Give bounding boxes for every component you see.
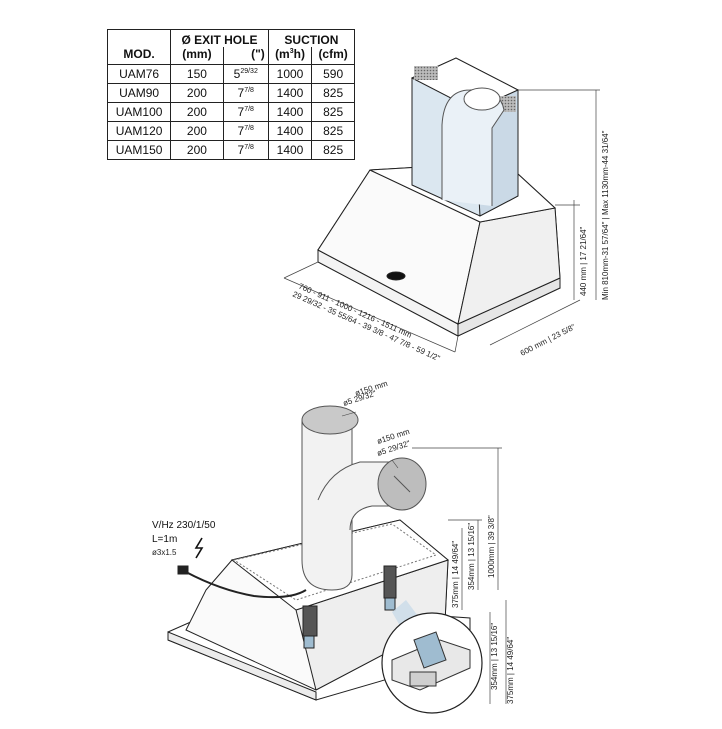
spec-table-header-row-1: Ø EXIT HOLE SUCTION [106,29,356,47]
cell-cfm: 825 [311,102,355,122]
electrical-voltage: V/Hz 230/1/50 [152,520,216,531]
lightning-icon [194,537,204,559]
wall-bracket-right [383,565,397,599]
cell-model: UAM150 [106,140,172,160]
cell-m3h: 1400 [267,83,313,103]
install-base-front-edge [167,631,317,701]
depth-dimension-line [489,299,581,346]
header-cfm: (cfm) [311,47,355,65]
cell-mm: 200 [170,140,224,160]
control-panel-icon [386,271,406,281]
top-duct-opening [301,405,359,435]
electrical-cable: ø3x1.5 [152,548,177,557]
duct-outlet [463,87,501,111]
cell-model: UAM90 [106,83,172,103]
table-row: UAM100 200 77/8 1400 825 [106,102,355,122]
overall-height-label: Min 810mm-31 57/64" | Max 1130mm-44 31/6… [601,130,610,300]
bracket-clip-left [303,635,315,649]
dim-1000-label: 1000mm | 39 3/8" [487,515,496,578]
table-row: UAM76 150 529/32 1000 590 [106,64,355,84]
header-model-top [106,29,172,47]
depth-label: 600 mm | 23 5/8" [519,322,577,358]
bracket-detail [381,600,507,714]
cell-model: UAM76 [106,64,172,84]
vent-grille-left [414,66,438,80]
spec-table: Ø EXIT HOLE SUCTION MOD. (mm) (") (m3h) … [106,29,356,160]
bracket-clip-right [384,597,396,611]
top-duct-leader [341,411,357,417]
top-dimensions [283,89,600,353]
header-exit-hole: Ø EXIT HOLE [170,29,269,47]
detail-354-label: 354mm | 13 15/16" [490,623,499,690]
electrical-length: L=1m [152,534,177,545]
install-dimensions [412,447,502,610]
table-row: UAM150 200 77/8 1400 825 [106,140,355,160]
wall-bracket-left [302,605,318,637]
detail-375-label: 375mm | 14 49/64" [506,637,515,704]
header-suction: SUCTION [267,29,356,47]
power-cable [185,571,307,599]
side-duct-leader [391,459,399,469]
spec-table-header-row-2: MOD. (mm) (") (m3h) (cfm) [106,47,355,65]
internal-duct [441,89,505,206]
width-extension-right [454,335,459,353]
dim-375-label: 375mm | 14 49/64" [451,541,460,608]
hood-top-view [317,57,561,337]
hood-install-view [167,405,471,701]
side-duct-mark [393,475,411,493]
power-plug-icon [177,565,189,575]
dim-354-label: 354mm | 13 15/16" [467,523,476,590]
height-label: 440 mm | 17 21/64" [579,226,588,296]
width-extension-left [283,261,319,279]
cell-cfm: 825 [311,140,355,160]
width-dimension-line [283,277,456,353]
detail-bracket-base [409,671,437,687]
detail-clip [413,631,447,669]
cell-m3h: 1400 [267,140,313,160]
